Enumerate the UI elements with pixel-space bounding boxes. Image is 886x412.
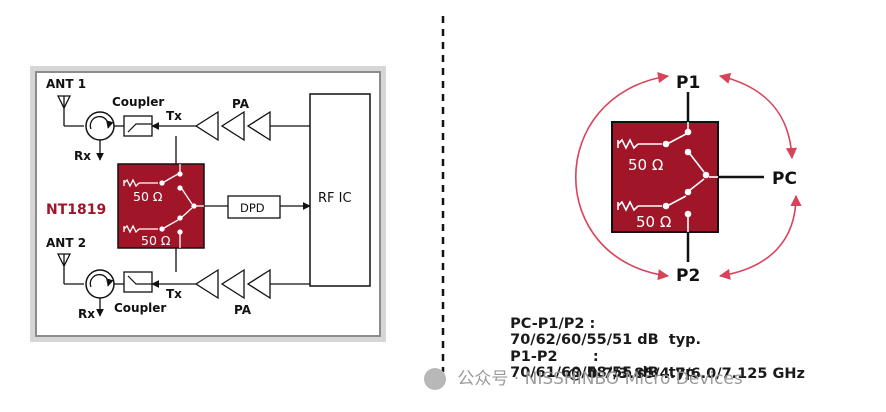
- pa-bottom-chain: [194, 268, 271, 300]
- spec-line-pc: PC-P1/P2 : 70/62/60/55/51 dB typ.: [500, 300, 701, 348]
- dpd-box: [227, 195, 281, 219]
- pa-bottom-label: PA: [234, 303, 252, 317]
- pa-top-chain: [194, 110, 271, 142]
- chip-ohm-bottom-label: 50 Ω: [636, 213, 671, 231]
- spec-line-p1p2: P1-P2 : 70/61/60/58/55 dB typ.: [500, 333, 701, 381]
- pa-top-label: PA: [232, 97, 250, 111]
- rf-ic-box: [309, 93, 371, 287]
- ant1-label: ANT 1: [46, 77, 86, 91]
- circulator-1-icon: [85, 111, 115, 141]
- port-p2-label: P2: [676, 266, 700, 286]
- spec-value: 70/62/60/55/51 dB typ.: [510, 332, 702, 348]
- ant2-label: ANT 2: [46, 236, 86, 250]
- chip-ohm-top-label: 50 Ω: [133, 189, 163, 204]
- application-circuit-panel: ANT 1 Coupler PA Tx Rx NT1819 50 Ω 50 Ω …: [30, 66, 386, 342]
- spec-frequencies: @ 0.7/3.85/4.7/6.0/7.125 GHz: [568, 366, 805, 382]
- pc-p2-isolation-arrow: [718, 194, 802, 280]
- antenna-2-icon: [56, 253, 84, 285]
- chip-name-label: NT1819: [46, 202, 106, 218]
- coupler-2-box: [123, 271, 153, 293]
- coupler-top-label: Coupler: [112, 95, 164, 109]
- spec-value: 70/61/60/58/55 dB typ.: [510, 365, 702, 381]
- rf-ic-label: RF IC: [318, 191, 352, 206]
- watermark: 公众号 · NISSHINBO Micro Devices: [424, 364, 743, 390]
- pc-p1-isolation-arrow: [718, 72, 798, 160]
- rx-top-label: Rx: [74, 149, 91, 163]
- port-isolation-diagram: 50 Ω 50 Ω P1 P2 PC: [575, 72, 802, 286]
- coupler-bottom-label: Coupler: [114, 301, 166, 315]
- tx-bottom-label: Tx: [166, 287, 182, 301]
- wechat-icon: [424, 368, 446, 390]
- rx-bottom-label: Rx: [78, 307, 95, 321]
- antenna-1-icon: [56, 95, 84, 127]
- spec-label: P1-P2 :: [510, 349, 599, 365]
- p1-p2-isolation-arrow: [575, 72, 670, 281]
- port-pc-label: PC: [772, 169, 797, 189]
- port-p1-label: P1: [676, 73, 700, 93]
- chip-ohm-bottom-label: 50 Ω: [141, 233, 171, 248]
- tx-top-label: Tx: [166, 109, 182, 123]
- circulator-2-icon: [85, 269, 115, 299]
- chip-ohm-top-label: 50 Ω: [628, 156, 663, 174]
- dpd-label: DPD: [240, 201, 265, 215]
- watermark-text: 公众号 · NISSHINBO Micro Devices: [457, 369, 743, 389]
- spec-label: PC-P1/P2 :: [510, 316, 596, 332]
- coupler-1-box: [123, 115, 153, 137]
